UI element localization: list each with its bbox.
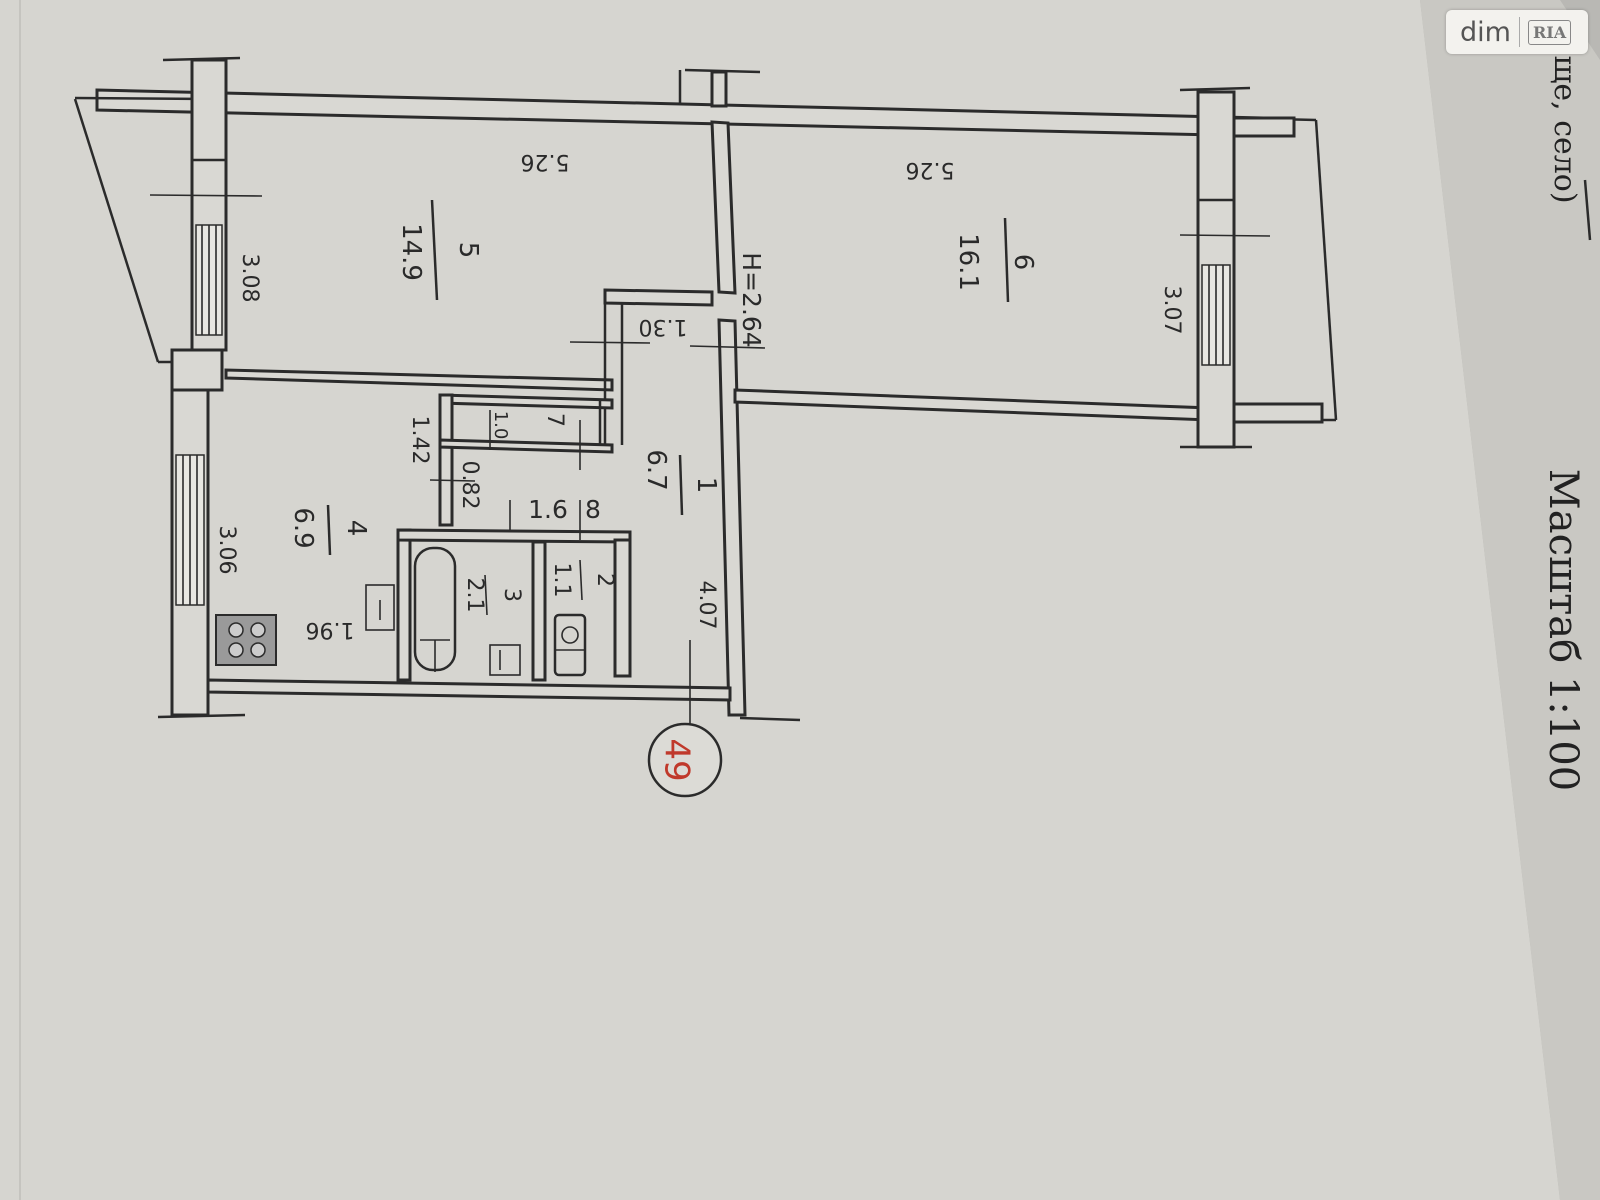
- scale-label: Масштаб 1:100: [1540, 469, 1586, 791]
- room-1-label: 1 6.7: [641, 449, 721, 493]
- dim-pantry-length: 1.42: [407, 416, 432, 465]
- watermark-divider: [1518, 17, 1520, 47]
- room-number: 2: [592, 573, 617, 587]
- room-number: 1: [691, 477, 721, 494]
- stove: [215, 614, 277, 666]
- room-8-label: 1.6 8: [528, 495, 601, 524]
- room-5-label: 5 14.9: [396, 223, 483, 281]
- room-area: 16.1: [953, 233, 983, 291]
- dim-kitchen-width: 1.96: [306, 617, 355, 642]
- dim-room6-width: 5.26: [906, 157, 955, 182]
- room-area: 1.6: [528, 495, 568, 524]
- room-area: 14.9: [396, 223, 426, 281]
- left-wall-lower: [157, 348, 246, 719]
- room-6-label: 6 16.1: [953, 233, 1038, 291]
- room-4-label: 4 6.9: [288, 507, 371, 548]
- room-area: 1.0: [490, 411, 511, 440]
- room-area: 6.7: [641, 449, 671, 490]
- dim-kitchen-depth: 3.06: [214, 526, 239, 575]
- room-area: 2.1: [462, 578, 487, 613]
- dim-room5-width: 5.26: [521, 149, 570, 174]
- room-7-label: 7 1.0: [490, 411, 567, 440]
- room-area: 1.1: [549, 563, 574, 598]
- ria-logo-icon: RIA: [1527, 19, 1572, 45]
- apartment-number: 49: [657, 738, 697, 781]
- dim-hall-length: 4.07: [694, 581, 719, 630]
- left-wall-upper: [149, 56, 263, 352]
- right-wall: [1179, 86, 1338, 449]
- room-area: 6.9: [288, 507, 318, 548]
- sink: [489, 644, 521, 676]
- apartment-number-stamp: 49: [647, 722, 723, 798]
- watermark-brand: dim: [1460, 16, 1511, 48]
- dimension-ticks: [429, 341, 766, 740]
- kitchen-sink: [365, 584, 395, 631]
- toilet: [553, 613, 587, 677]
- room-number: 6: [1008, 254, 1038, 271]
- ceiling-height: H=2.64: [737, 252, 766, 347]
- room-number: 3: [499, 588, 524, 602]
- fraction-lines: [326, 199, 1010, 616]
- paper-right-margin: [1420, 0, 1600, 1200]
- room-number: 5: [453, 242, 483, 259]
- dim-corridor-width: 1.30: [639, 314, 688, 339]
- paper-sheet: [0, 0, 1560, 1200]
- room-2-label: 2 1.1: [549, 563, 617, 598]
- dim-room5-depth: 3.08: [237, 254, 262, 303]
- bathtub: [413, 546, 457, 672]
- room-3-label: 3 2.1: [462, 578, 524, 613]
- dim-room6-depth: 3.07: [1159, 286, 1184, 335]
- room-number: 4: [341, 520, 371, 537]
- room-number: 8: [585, 495, 601, 524]
- dim-ria-watermark: dim RIA: [1446, 10, 1588, 54]
- room-number: 7: [542, 413, 567, 427]
- dim-wc-width: 0.82: [457, 461, 482, 510]
- interior-walls: [206, 68, 1212, 722]
